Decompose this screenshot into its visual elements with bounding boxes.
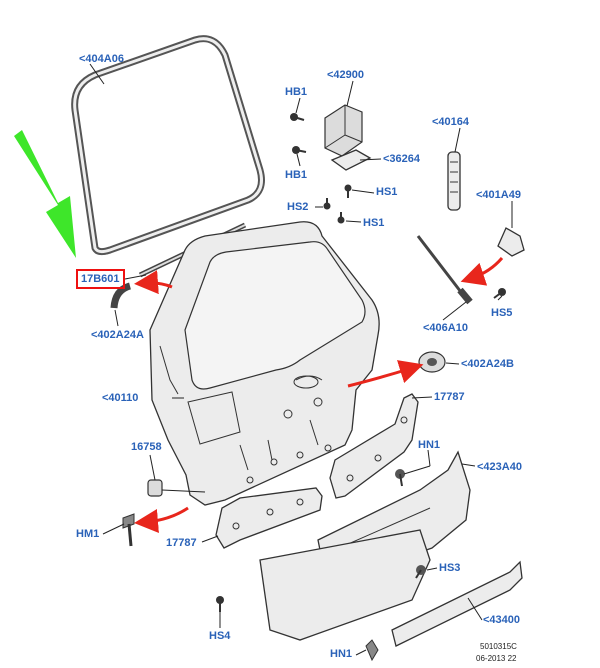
label-17787-top: 17787	[434, 391, 465, 403]
bracket-17787-top	[329, 393, 419, 499]
label-42900: <42900	[327, 69, 365, 81]
label-hs4: HS4	[209, 630, 231, 642]
label-hs1-b: HS1	[363, 217, 385, 229]
label-hm1: HM1	[76, 528, 100, 540]
label-36264: <36264	[383, 153, 421, 165]
label-401A49: <401A49	[476, 189, 521, 201]
label-hs2: HS2	[287, 201, 309, 213]
clip-hs3	[415, 565, 426, 579]
weatherstrip-seal	[71, 35, 265, 256]
green-arrow	[14, 130, 76, 258]
strut-406A10	[416, 235, 473, 305]
lower-panel	[259, 529, 431, 641]
label-16758: 16758	[131, 441, 162, 453]
red-arrows	[134, 257, 504, 533]
clip-hn1-top	[395, 469, 405, 487]
label-hb1-top: HB1	[285, 86, 308, 98]
hinge-42900	[324, 104, 372, 171]
label-43400: <43400	[483, 614, 521, 626]
label-17B601-highlighted: 17B601	[76, 269, 125, 289]
leader-lines	[89, 63, 513, 656]
footer-date: 06-2013 22	[476, 654, 517, 663]
bumper-402A24B	[418, 351, 446, 373]
clip-hn1-bottom	[365, 639, 379, 662]
label-hb1-bottom: HB1	[285, 169, 308, 181]
tailgate-panel	[149, 221, 380, 506]
label-402A24A: <402A24A	[91, 329, 144, 341]
moulding-43400	[391, 560, 523, 647]
label-402A24B: <402A24B	[461, 358, 514, 370]
label-404A06: <404A06	[79, 53, 124, 65]
bolt-hs1-b	[337, 212, 345, 224]
clip-402A24A	[110, 282, 132, 309]
label-423A40: <423A40	[477, 461, 522, 473]
bolt-hs2	[323, 198, 331, 210]
label-40110: <40110	[102, 392, 139, 404]
bolt-hs4	[216, 596, 224, 612]
part-16758	[147, 479, 163, 497]
bolt-hs1-a	[344, 184, 352, 198]
bolt-hb1-bottom	[292, 146, 307, 154]
label-hs3: HS3	[439, 562, 461, 574]
label-hn1-bottom: HN1	[330, 648, 353, 660]
strut-40164	[447, 151, 461, 211]
label-406A10: <406A10	[423, 322, 468, 334]
bolt-hb1-top	[290, 113, 305, 121]
pin-hm1	[122, 513, 135, 547]
bolt-hs5	[493, 288, 506, 299]
label-hs1-a: HS1	[376, 186, 398, 198]
label-hn1-top: HN1	[418, 439, 441, 451]
label-40164: <40164	[432, 116, 470, 128]
label-17787-bottom: 17787	[166, 537, 197, 549]
footer-ref: 5010315C	[480, 642, 517, 651]
bracket-17787-bottom	[215, 487, 323, 549]
label-hs5: HS5	[491, 307, 513, 319]
bracket-401A49	[497, 227, 525, 257]
